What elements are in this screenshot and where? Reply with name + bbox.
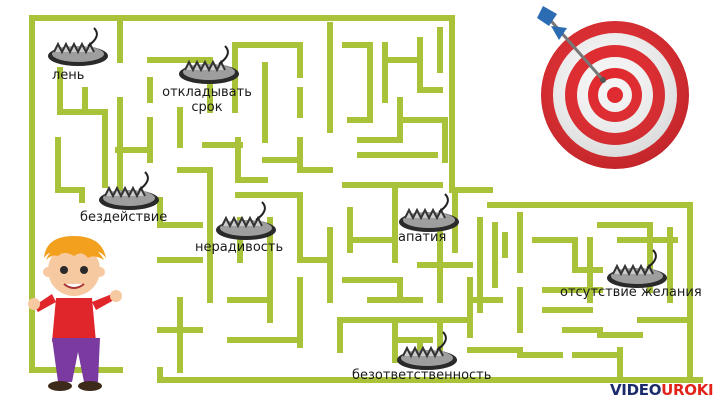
bear-trap-icon	[99, 171, 159, 210]
bear-trap-icon	[48, 27, 108, 66]
bear-trap-icon	[216, 201, 276, 240]
trap-label-otsut: отсутствие желания	[560, 285, 702, 300]
bear-trap-icon	[397, 331, 457, 370]
trap-label-bezd: бездействие	[80, 210, 168, 225]
videouroki-logo: VIDEOUROKI	[610, 381, 714, 399]
trap-label-bezotv: безответственность	[352, 368, 492, 383]
bear-trap-icon	[607, 249, 667, 288]
bear-trap-icon	[179, 45, 239, 84]
trap-label-apat: апатия	[398, 230, 447, 245]
trap-label-nerad: нерадивость	[195, 240, 284, 255]
boy-character	[28, 236, 122, 391]
trap-label-otkl: откладывать срок	[162, 85, 252, 115]
target-icon	[537, 6, 689, 169]
bear-trap-icon	[399, 193, 459, 232]
trap-label-len: лень	[52, 68, 85, 83]
